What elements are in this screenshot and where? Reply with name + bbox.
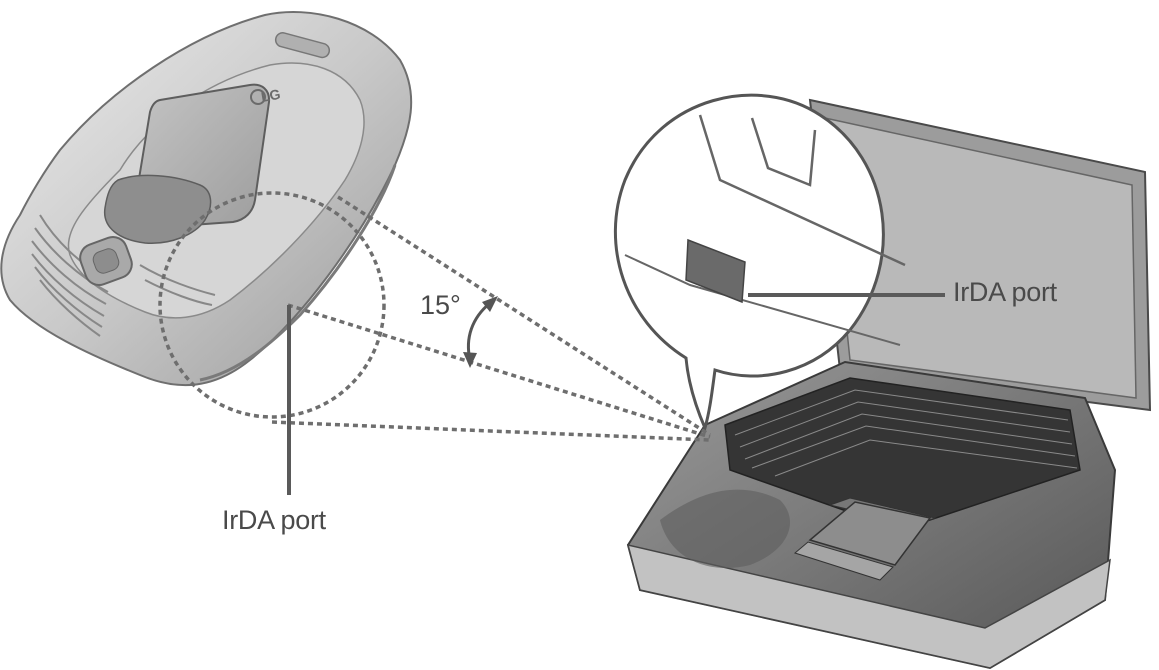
angle-label: 15° [420,290,461,321]
angle-indicator [463,296,498,368]
angle-arrow-bottom [463,352,477,368]
laptop-irda-port-label: IrDA port [953,277,1057,308]
beam-lower [272,422,710,440]
angle-arc [468,303,490,360]
phone-irda-port-label: IrDA port [222,505,326,536]
mobile-phone: LG [1,12,411,385]
